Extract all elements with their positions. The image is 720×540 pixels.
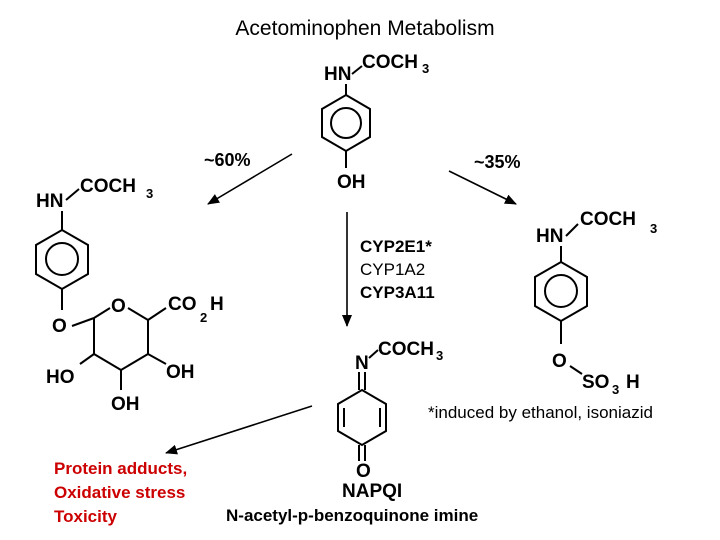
- outcome-oxidative-stress: Oxidative stress: [54, 483, 185, 502]
- parent-benzene-ring: [321, 93, 371, 153]
- sulfate-o-s-bond: [569, 365, 583, 375]
- glucuronide-aromatic-circle: [45, 242, 79, 276]
- enzyme-cyp3a11: CYP3A11: [360, 283, 435, 302]
- glucuronide-hydroxyl-right: OH: [166, 362, 195, 383]
- sulfate-sulfo-label: SO: [582, 372, 609, 393]
- glucuronide-carboxyl-subscript: 2: [200, 310, 207, 325]
- sugar-c4-c3-bond: [120, 353, 149, 371]
- sugar-c4-oh-bond: [147, 353, 167, 365]
- parent-acyl-subscript: 3: [422, 61, 429, 76]
- sulfation-percent: ~35%: [474, 152, 521, 172]
- sulfate-acyl-label: COCH: [580, 209, 636, 230]
- sulfate-nh-label: HN: [536, 226, 563, 247]
- glucuronidation-percent: ~60%: [204, 150, 251, 170]
- glucuronide-hydroxyl-bottom: OH: [111, 394, 140, 415]
- diagram-title: Acetominophen Metabolism: [235, 17, 494, 40]
- sugar-c3-c2-bond: [93, 353, 122, 371]
- parent-n-c-bond: [351, 65, 363, 75]
- glucuronide-carboxyl-h: H: [210, 294, 224, 315]
- napqi-acyl-subscript: 3: [436, 348, 443, 363]
- glucuronide-n-c-bond: [65, 188, 80, 201]
- glucuronide-link-oxygen: O: [52, 316, 67, 337]
- glucuronide-structure: HN COCH 3 O O CO 2 H OH OH HO: [35, 176, 224, 415]
- glucuronide-acyl-subscript: 3: [146, 186, 153, 201]
- outcome-protein-adducts: Protein adducts,: [54, 459, 187, 478]
- induction-footnote: *induced by ethanol, isoniazid: [428, 403, 653, 422]
- napqi-n-c-bond: [368, 349, 379, 359]
- parent-oh-label: OH: [337, 172, 366, 193]
- sulfate-benzene-ring: [534, 260, 588, 323]
- sulfate-sulfo-subscript: 3: [612, 382, 619, 397]
- parent-acyl-label: COCH: [362, 52, 418, 73]
- sugar-o5-c5-bond: [127, 307, 149, 321]
- glucuronide-nh-label: HN: [36, 191, 63, 212]
- sulfation-arrow: [448, 170, 517, 205]
- napqi-structure: N COCH 3 O: [337, 339, 443, 482]
- sulfate-acyl-subscript: 3: [650, 221, 657, 236]
- parent-aromatic-circle: [330, 107, 362, 139]
- sulfate-link-oxygen: O: [552, 351, 567, 372]
- napqi-name: NAPQI: [342, 481, 402, 502]
- toxicity-arrow: [165, 405, 313, 455]
- napqi-nitrogen-label: N: [355, 353, 369, 374]
- glucuronide-o-c1-bond: [71, 317, 95, 327]
- sugar-c5-carboxyl-bond: [147, 307, 167, 321]
- parent-nh-label: HN: [324, 64, 351, 85]
- sugar-c1-o5-bond: [93, 307, 111, 319]
- napqi-carbonyl-oxygen: O: [356, 461, 371, 482]
- sulfate-sulfo-h: H: [626, 372, 640, 393]
- acetaminophen-structure: HN COCH 3 OH: [321, 52, 429, 193]
- sugar-c2-oh-bond: [79, 353, 95, 365]
- sulfate-structure: HN COCH 3 O SO 3 H: [534, 209, 657, 397]
- enzyme-cyp2e1: CYP2E1*: [360, 237, 432, 256]
- sulfate-n-c-bond: [565, 223, 579, 237]
- glucuronide-acyl-label: COCH: [80, 176, 136, 197]
- napqi-acyl-label: COCH: [378, 339, 434, 360]
- napqi-full-name: N-acetyl-p-benzoquinone imine: [226, 506, 478, 525]
- sulfate-aromatic-circle: [544, 274, 578, 308]
- enzyme-cyp1a2: CYP1A2: [360, 260, 425, 279]
- glucuronidation-arrow: [207, 153, 293, 205]
- glucuronide-ring-oxygen: O: [111, 296, 126, 317]
- glucuronide-carboxyl-label: CO: [168, 294, 197, 315]
- glucuronide-benzene-ring: [35, 228, 89, 291]
- outcome-toxicity: Toxicity: [54, 507, 118, 526]
- glucuronide-hydroxyl-left: HO: [46, 367, 75, 388]
- napqi-quinone-ring: [337, 388, 387, 447]
